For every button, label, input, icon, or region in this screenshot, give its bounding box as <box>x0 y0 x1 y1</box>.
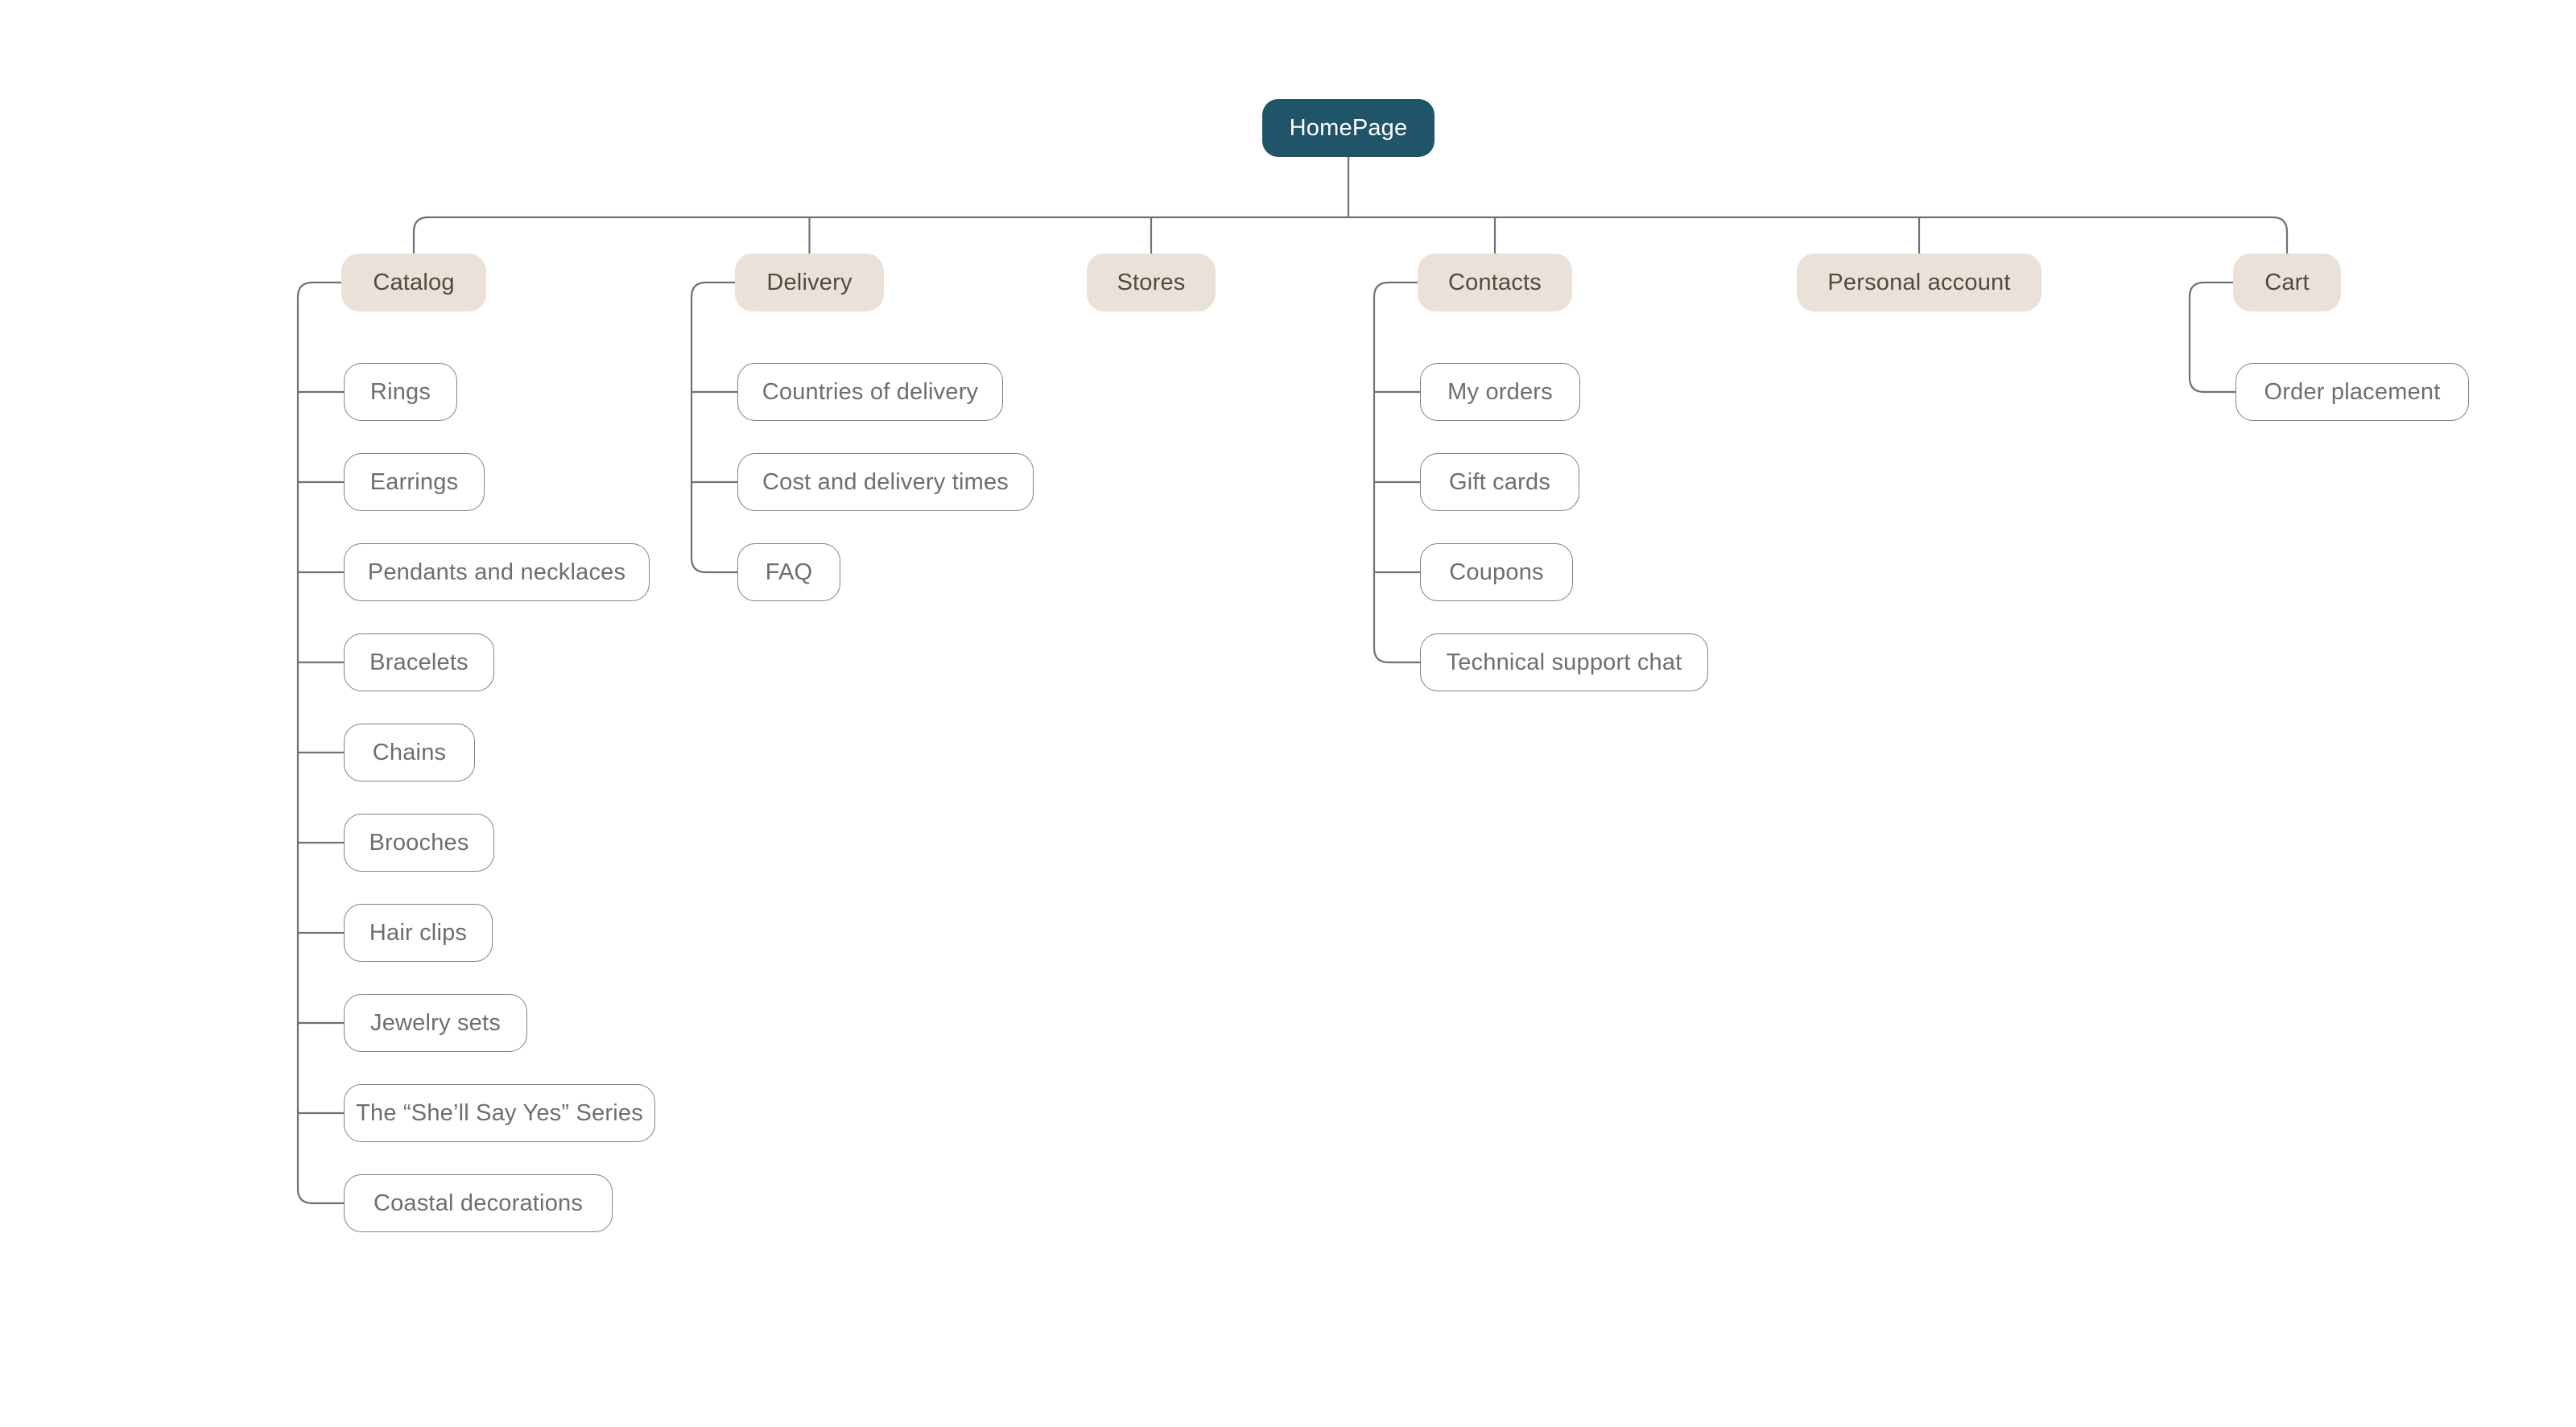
connector-spine-catalog <box>296 281 344 1205</box>
node-technical-support-chat[interactable]: Technical support chat <box>1420 633 1708 691</box>
node-the-shell-say-yes-series[interactable]: The “She’ll Say Yes” Series <box>344 1084 655 1142</box>
node-label: HomePage <box>1289 114 1408 141</box>
node-label: Countries of delivery <box>762 378 979 405</box>
node-cart[interactable]: Cart <box>2233 254 2341 311</box>
node-label: Hair clips <box>369 919 468 946</box>
connector-spine-cart <box>2188 281 2235 394</box>
connector-spine-contacts <box>1373 281 1420 664</box>
node-label: Delivery <box>766 269 852 295</box>
node-personal-account[interactable]: Personal account <box>1797 254 2041 311</box>
node-label: Coupons <box>1449 559 1544 585</box>
node-pendants-and-necklaces[interactable]: Pendants and necklaces <box>344 543 650 601</box>
node-label: Gift cards <box>1448 468 1551 495</box>
node-contacts[interactable]: Contacts <box>1418 254 1572 311</box>
node-earrings[interactable]: Earrings <box>344 453 485 511</box>
node-label: The “She’ll Say Yes” Series <box>356 1099 643 1126</box>
node-label: Earrings <box>369 468 459 495</box>
node-label: Bracelets <box>369 649 469 675</box>
node-catalog[interactable]: Catalog <box>341 254 486 311</box>
node-cost-and-delivery-times[interactable]: Cost and delivery times <box>737 453 1034 511</box>
node-label: Rings <box>369 378 431 405</box>
node-label: Catalog <box>373 269 455 295</box>
connector-bus <box>412 216 2289 254</box>
node-label: Pendants and necklaces <box>367 559 626 585</box>
node-label: Jewelry sets <box>370 1009 501 1036</box>
node-label: Order placement <box>2264 378 2441 405</box>
node-label: Personal account <box>1827 269 2011 295</box>
node-bracelets[interactable]: Bracelets <box>344 633 494 691</box>
node-label: FAQ <box>765 559 813 585</box>
node-my-orders[interactable]: My orders <box>1420 363 1580 421</box>
node-homepage[interactable]: HomePage <box>1262 99 1435 157</box>
node-coupons[interactable]: Coupons <box>1420 543 1573 601</box>
node-hair-clips[interactable]: Hair clips <box>344 904 493 962</box>
node-rings[interactable]: Rings <box>344 363 457 421</box>
node-brooches[interactable]: Brooches <box>344 814 494 872</box>
node-label: Contacts <box>1447 269 1542 295</box>
node-delivery[interactable]: Delivery <box>735 254 884 311</box>
node-label: Chains <box>372 739 447 765</box>
node-stores[interactable]: Stores <box>1087 254 1216 311</box>
node-label: Stores <box>1117 269 1186 295</box>
node-chains[interactable]: Chains <box>344 724 475 782</box>
node-label: Brooches <box>369 829 469 856</box>
node-order-placement[interactable]: Order placement <box>2235 363 2469 421</box>
node-label: Cart <box>2264 269 2310 295</box>
connector-spine-delivery <box>690 281 737 574</box>
node-label: Cost and delivery times <box>762 468 1009 495</box>
node-label: Technical support chat <box>1446 649 1682 675</box>
node-gift-cards[interactable]: Gift cards <box>1420 453 1579 511</box>
node-faq[interactable]: FAQ <box>737 543 840 601</box>
node-label: Coastal decorations <box>373 1190 584 1216</box>
node-coastal-decorations[interactable]: Coastal decorations <box>344 1174 613 1232</box>
node-label: My orders <box>1447 378 1553 405</box>
node-jewelry-sets[interactable]: Jewelry sets <box>344 994 527 1052</box>
node-countries-of-delivery[interactable]: Countries of delivery <box>737 363 1003 421</box>
